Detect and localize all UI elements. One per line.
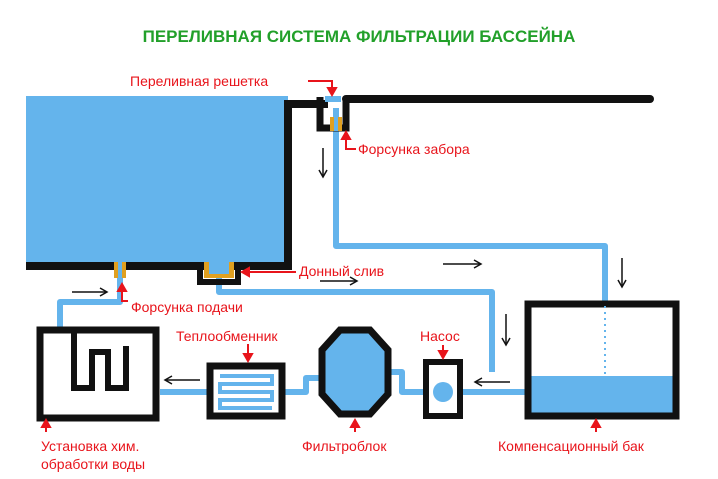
flow-arrow-right-icon: [320, 276, 359, 286]
flow-arrow-left-icon: [163, 375, 200, 385]
label-supply-nozzle: Форсунка подачи: [131, 299, 243, 315]
pool: [26, 95, 654, 270]
label-balance-tank: Компенсационный бак: [498, 438, 645, 454]
label-intake-nozzle: Форсунка забора: [358, 141, 470, 157]
chem-unit: [36, 326, 160, 422]
bottom-drain: [197, 262, 241, 285]
heat-exchanger-coil: [218, 374, 274, 410]
pointer-arrow-icon: [349, 417, 361, 432]
pump-impeller: [433, 382, 453, 402]
pool-wall: [26, 100, 328, 270]
pump: [423, 359, 463, 419]
label-chem-unit-line1: Установка хим.: [41, 438, 139, 454]
label-chem-unit-line2: обработки воды: [41, 456, 145, 472]
overflow-pipe: [333, 108, 608, 302]
filter-block-body: [318, 326, 392, 418]
flow-arrow-down-icon: [617, 258, 627, 289]
supply-nozzle: [114, 262, 126, 278]
label-pump: Насос: [420, 328, 460, 344]
pointer-arrow-icon: [242, 344, 254, 364]
flow-arrow-down-icon: [501, 314, 511, 347]
pointer-arrow-icon: [308, 80, 338, 98]
heat-exchanger: [206, 362, 286, 420]
chem-unit-body: [36, 326, 160, 422]
pool-water: [26, 96, 288, 264]
overflow-grate: [316, 96, 350, 132]
diagram-title: ПЕРЕЛИВНАЯ СИСТЕМА ФИЛЬТРАЦИИ БАССЕЙНА: [143, 27, 576, 46]
pump-filter-pipe: [386, 369, 426, 395]
pointer-arrow-icon: [239, 266, 296, 278]
flow-arrow-left-icon: [473, 377, 510, 387]
grate-bars: [325, 96, 341, 102]
pointer-arrow-icon: [116, 281, 128, 302]
drain-sump: [197, 262, 241, 285]
drain-grate-inner: [209, 262, 229, 274]
label-bottom-drain: Донный слив: [299, 263, 384, 279]
balance-tank-wall: [524, 300, 680, 420]
label-overflow-grate: Переливная решетка: [130, 73, 268, 89]
flow-arrow-right-icon: [72, 287, 109, 297]
label-heat-exchanger: Теплообменник: [176, 328, 278, 344]
pointer-arrow-icon: [340, 129, 356, 150]
filter-block: [318, 326, 392, 418]
balance-tank-water: [528, 376, 676, 416]
chem-unit-baffles: [71, 330, 129, 391]
balance-tank: [524, 300, 680, 420]
pointer-arrow-icon: [437, 345, 449, 361]
label-pointers: [40, 80, 602, 432]
flow-arrow-right-icon: [443, 259, 483, 269]
pointer-arrow-icon: [40, 417, 52, 432]
flow-arrows: [72, 148, 627, 387]
label-filter-block: Фильтроблок: [302, 438, 387, 454]
filter-hx-pipe: [282, 375, 322, 395]
pointer-arrow-icon: [590, 417, 602, 432]
supply-pipe: [57, 270, 123, 330]
flow-arrow-down-icon: [318, 148, 328, 179]
